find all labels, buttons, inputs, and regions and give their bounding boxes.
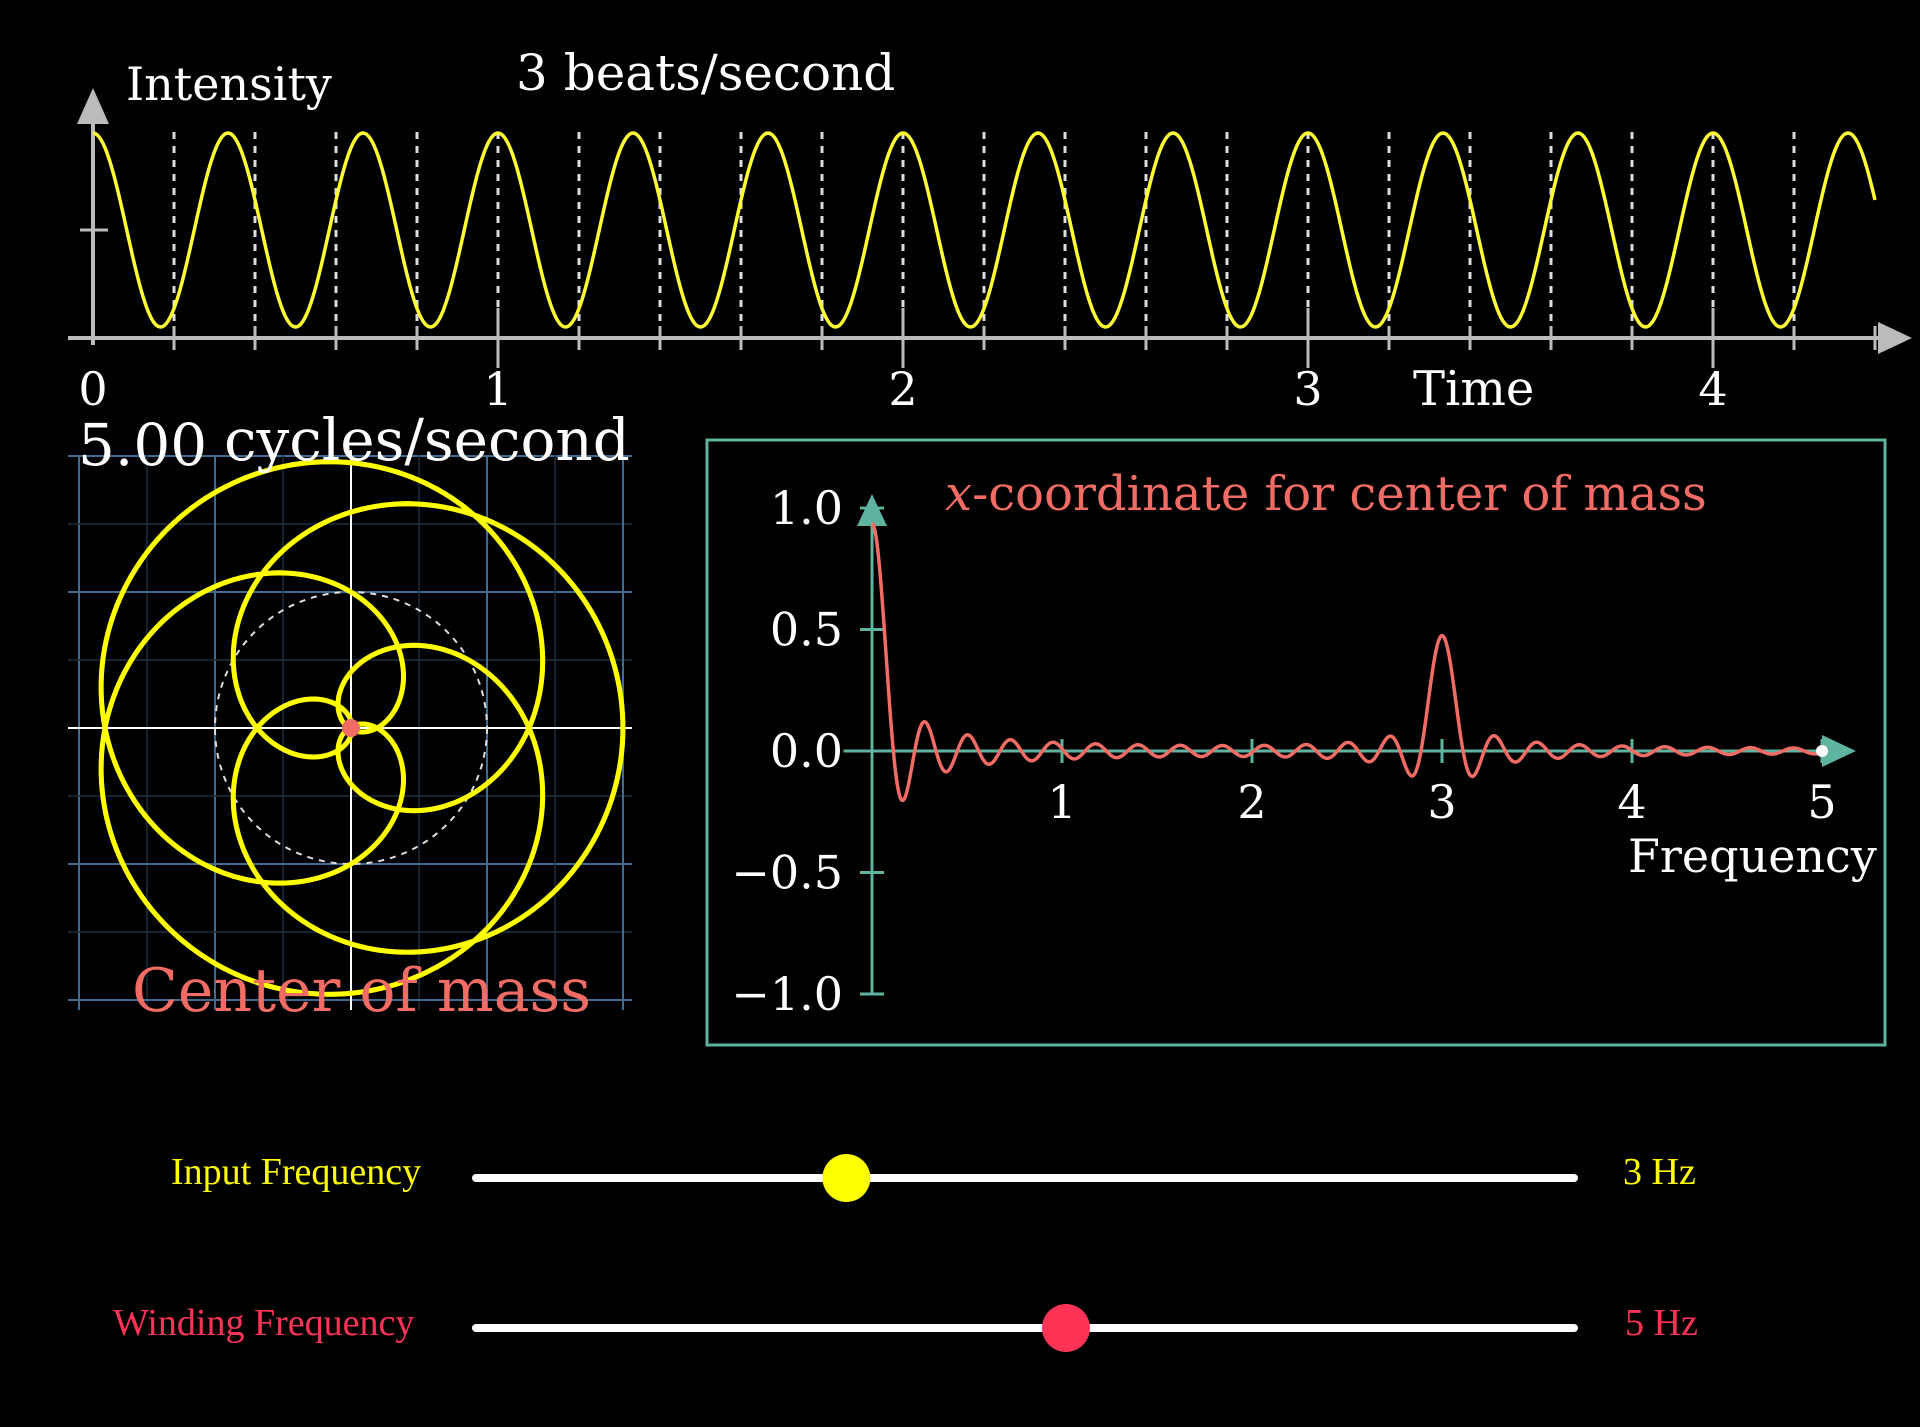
intensity-label: Intensity <box>126 57 332 111</box>
time-tick-label: 1 <box>483 362 512 416</box>
fourier-frame <box>705 438 1887 1047</box>
fourier-plot: x-coordinate for center of mass Frequenc… <box>705 438 1887 1047</box>
winding-plot: 5.00 cycles/second Center of mass <box>68 406 632 1026</box>
fourier-end-dot <box>1816 745 1828 757</box>
fourier-x-tick-label: 2 <box>1237 775 1266 829</box>
fourier-title: x-coordinate for center of mass <box>945 466 1707 522</box>
fourier-curve <box>871 522 1823 803</box>
input-frequency-knob[interactable] <box>822 1154 871 1202</box>
wound-signal-curve <box>98 459 626 997</box>
signal-curve <box>92 131 1877 329</box>
time-ticks <box>172 308 1877 368</box>
time-label: Time <box>1413 361 1534 417</box>
time-tick-label: 0 <box>78 362 107 416</box>
x-axis-arrow-icon <box>1878 322 1912 354</box>
time-tick-label: 4 <box>1698 362 1727 416</box>
winding-frequency-knob[interactable] <box>1042 1304 1090 1352</box>
y-axis-arrow-icon <box>77 88 109 124</box>
intensity-time-plot: Intensity 3 beats/second Time 0 1 2 3 4 <box>68 44 1912 417</box>
frequency-label: Frequency <box>1628 829 1877 883</box>
fourier-title-italic: x <box>945 466 972 522</box>
fourier-y-tick-label: −0.5 <box>731 846 843 900</box>
center-of-mass-caption: Center of mass <box>132 956 591 1026</box>
fourier-x-tick-label: 3 <box>1427 775 1456 829</box>
fourier-x-tick-label: 4 <box>1617 775 1646 829</box>
fourier-x-tick-label: 1 <box>1047 775 1076 829</box>
fourier-title-rest: -coordinate for center of mass <box>972 466 1707 522</box>
winding-frequency-readout: 5.00 <box>78 411 207 479</box>
fourier-x-tick-label: 5 <box>1807 775 1836 829</box>
time-tick-label: 2 <box>888 362 917 416</box>
input-frequency-value: 3 Hz <box>1623 1151 1696 1193</box>
winding-frequency-unit: cycles/second <box>224 406 630 474</box>
fourier-x-arrow-icon <box>1822 735 1856 767</box>
beat-markers <box>172 132 1796 336</box>
center-of-mass-dot <box>342 719 360 737</box>
fourier-tick-labels: 1.0 0.5 0.0 −0.5 −1.0 1 2 3 4 5 <box>731 481 1836 1021</box>
fourier-y-tick-label: 1.0 <box>770 481 843 535</box>
beats-per-second-title: 3 beats/second <box>516 44 895 102</box>
sliders <box>472 1154 1578 1352</box>
fourier-y-tick-label: −1.0 <box>731 967 843 1021</box>
winding-frequency-value: 5 Hz <box>1625 1302 1698 1344</box>
fourier-y-tick-label: 0.5 <box>770 603 843 657</box>
input-frequency-label: Input Frequency <box>171 1151 422 1193</box>
winding-frequency-label: Winding Frequency <box>113 1302 415 1344</box>
fourier-y-arrow-icon <box>857 494 887 526</box>
time-tick-labels: 0 1 2 3 4 <box>78 362 1727 416</box>
fourier-y-tick-label: 0.0 <box>770 724 843 778</box>
time-tick-label: 3 <box>1293 362 1322 416</box>
